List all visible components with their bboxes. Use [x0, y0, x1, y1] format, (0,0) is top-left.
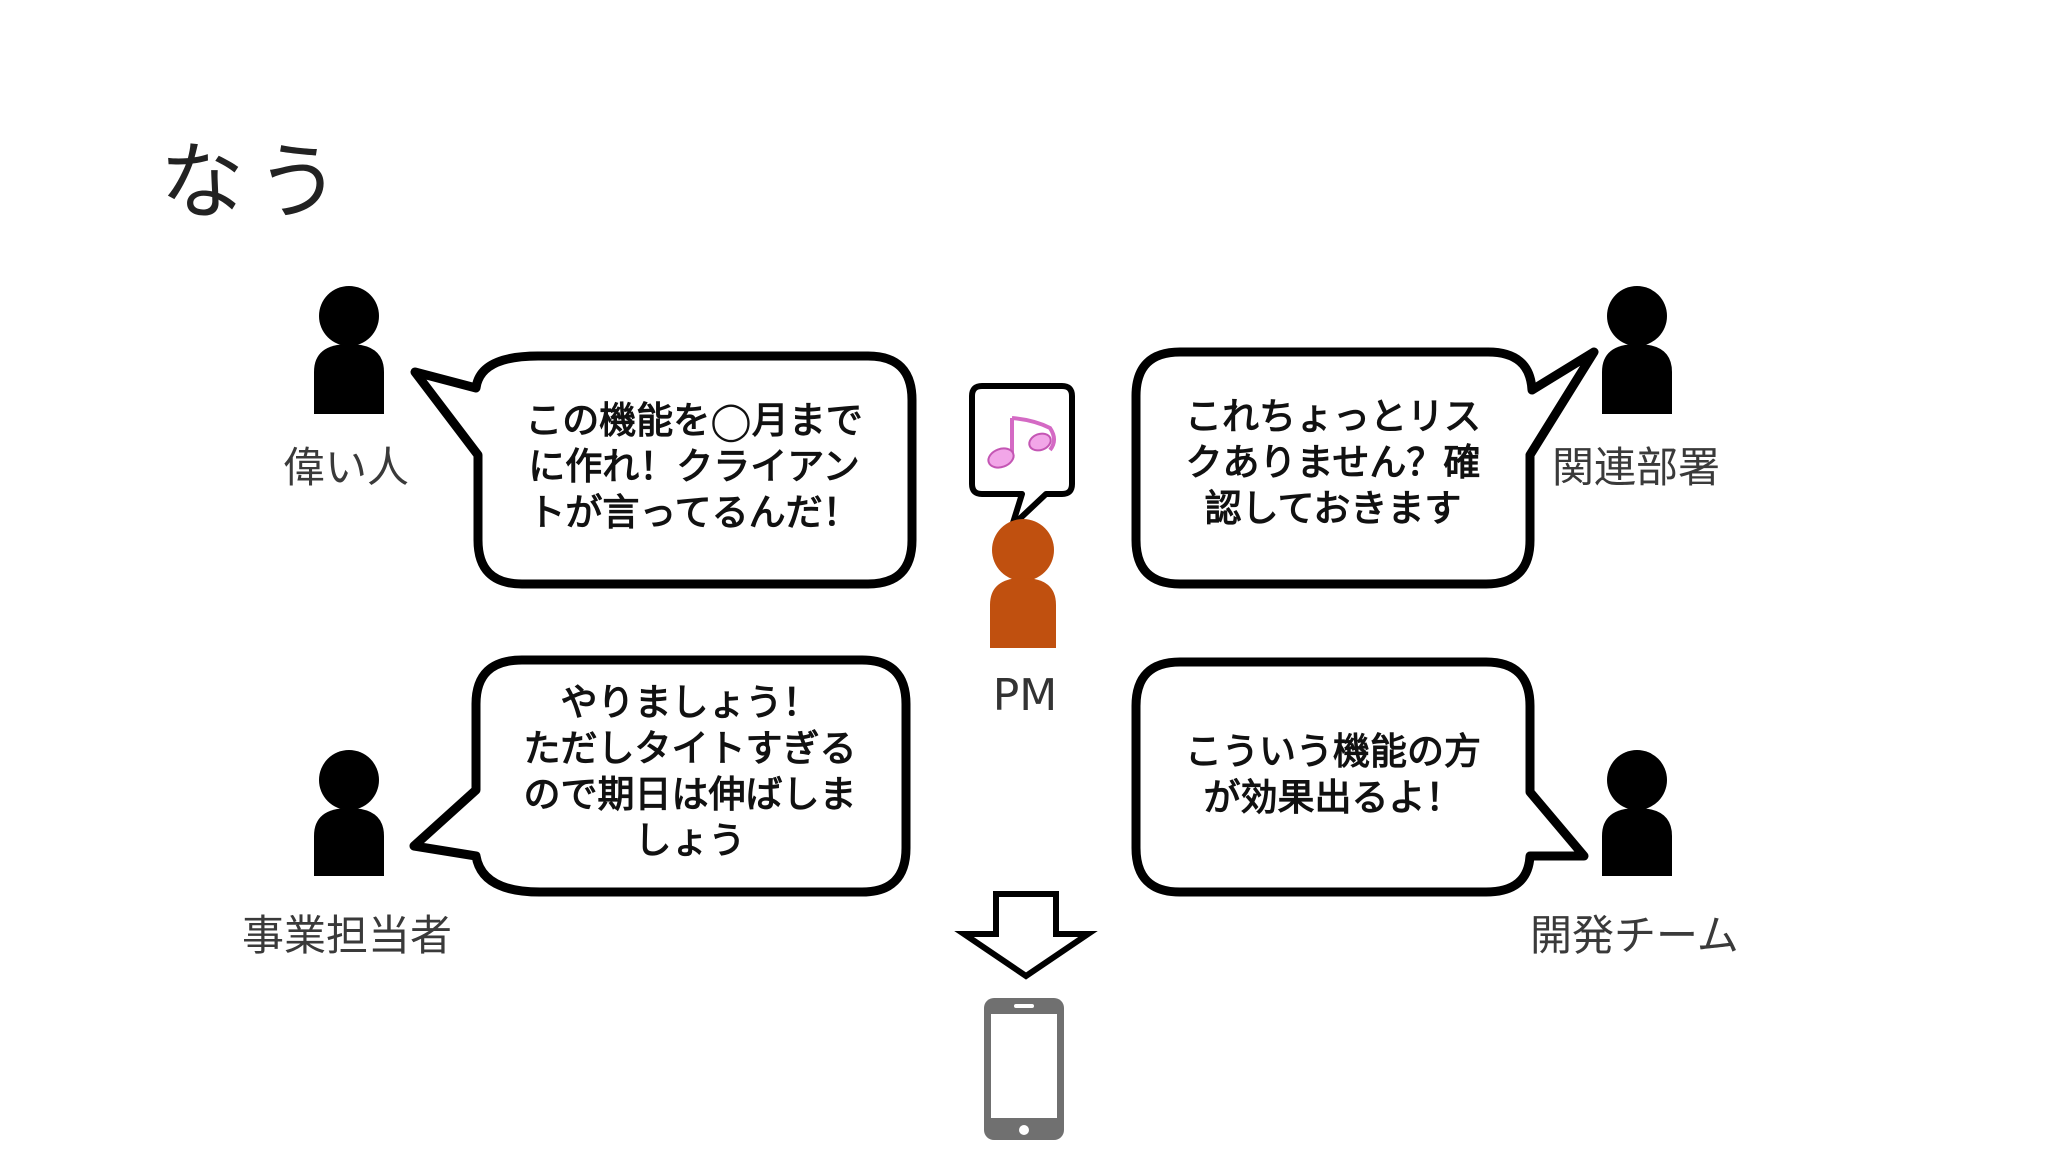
- person-label-business: 事業担当者: [242, 911, 453, 960]
- person-icon-dev-team: [1602, 750, 1672, 876]
- speech-bubble-business: [409, 655, 911, 897]
- person-icon-related-dept: [1602, 286, 1672, 414]
- person-label-dev-team: 開発チーム: [1530, 911, 1739, 960]
- smartphone-icon: [984, 998, 1064, 1140]
- bubble-text-boss: この機能を◯月まで に作れ！クライアン トが言ってるんだ！: [525, 399, 863, 534]
- speech-bubble-boss: [410, 351, 917, 589]
- music-note-icon: [987, 416, 1056, 469]
- pm-thought-bubble: [969, 383, 1075, 529]
- person-icon-pm: [990, 519, 1056, 648]
- person-icon-business: [314, 750, 384, 876]
- slide-title: なう: [160, 133, 353, 231]
- speech-bubble-dev-team: [1131, 657, 1589, 897]
- bubble-text-dev-team: こういう機能の方 が効果出るよ！: [1185, 730, 1481, 819]
- person-icon-boss: [314, 286, 384, 414]
- down-arrow-icon: [954, 891, 1098, 980]
- person-label-pm: PM: [992, 670, 1058, 721]
- speech-bubble-related-dept: [1131, 347, 1599, 589]
- bubble-text-business: やりましょう！ ただしタイトすぎる ので期日は伸ばしま しょう: [523, 681, 857, 862]
- bubble-text-related-dept: これちょっとリス クありません？確 認しておきます: [1185, 395, 1481, 530]
- person-label-related-dept: 関連部署: [1552, 443, 1721, 492]
- person-label-boss: 偉い人: [283, 443, 410, 492]
